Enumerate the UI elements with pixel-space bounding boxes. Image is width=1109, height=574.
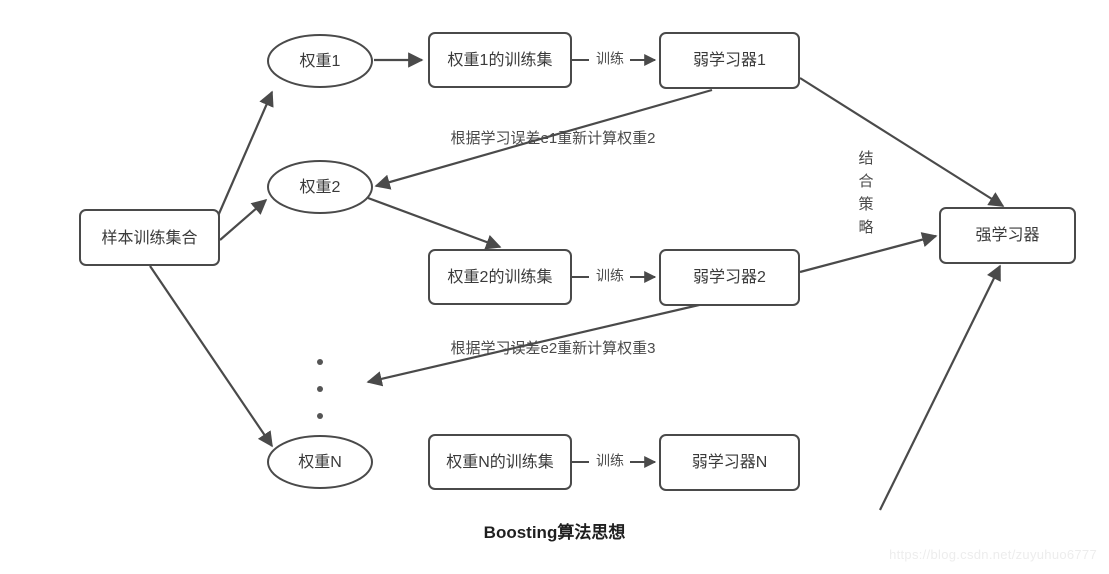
node-trainset-1-shape — [428, 32, 572, 88]
edge-source-to-weightN — [149, 265, 273, 448]
node-weight-2[interactable]: 权重2 — [267, 160, 373, 214]
node-weak-learner-n-label: 弱学习器N — [692, 453, 768, 471]
edge-source-to-weight2 — [219, 198, 268, 241]
combine-strategy-char-3: 策 — [858, 196, 873, 213]
ellipsis-dot-3 — [317, 413, 323, 419]
node-strong-learner-label: 强学习器 — [975, 226, 1039, 244]
node-weight-1-label: 权重1 — [300, 52, 341, 70]
node-weight-2-label: 权重2 — [300, 178, 341, 196]
node-weight-n-shape — [267, 435, 373, 489]
combine-strategy-char-2: 合 — [858, 173, 873, 190]
ellipsis-dot-1 — [317, 359, 323, 365]
node-weight-1[interactable]: 权重1 — [267, 34, 373, 88]
edge-weight2-to-trainset2 — [367, 196, 502, 250]
node-weight-1-shape — [267, 34, 373, 88]
node-trainset-n-label: 权重N的训练集 — [446, 453, 554, 471]
edge-label-train-1: 训练 — [596, 51, 624, 67]
node-trainset-n-shape — [428, 434, 572, 490]
edge-feedback-learner2-to-weight3 — [366, 300, 713, 387]
edge-label-train-2: 训练 — [596, 268, 624, 284]
node-weak-learner-1-label: 弱学习器1 — [693, 51, 766, 69]
combine-strategy-char-4: 略 — [858, 219, 873, 236]
node-sample-training-set[interactable]: 样本训练集合 — [79, 209, 220, 266]
node-weak-learner-2-label: 弱学习器2 — [693, 268, 766, 286]
node-weak-learner-1[interactable]: 弱学习器1 — [659, 32, 800, 89]
edge-learner2-to-strong-learner — [799, 232, 938, 274]
edge-label-feedback-2: 根据学习误差e2重新计算权重3 — [450, 339, 655, 357]
node-weight-n-label: 权重N — [298, 453, 342, 471]
node-trainset-2[interactable]: 权重2的训练集 — [428, 249, 572, 305]
edge-source-to-weight1 — [216, 90, 274, 217]
node-weak-learner-n-shape — [659, 434, 800, 491]
ellipsis-dot-2 — [317, 386, 323, 392]
node-weak-learner-2-shape — [659, 249, 800, 306]
node-weak-learner-2[interactable]: 弱学习器2 — [659, 249, 800, 306]
node-weight-2-shape — [267, 160, 373, 214]
node-trainset-n[interactable]: 权重N的训练集 — [428, 434, 572, 490]
node-weak-learner-1-shape — [659, 32, 800, 89]
node-weak-learner-n[interactable]: 弱学习器N — [659, 434, 800, 491]
edge-feedback-learner1-to-weight2 — [374, 88, 713, 190]
node-trainset-1[interactable]: 权重1的训练集 — [428, 32, 572, 88]
node-weight-n[interactable]: 权重N — [267, 435, 373, 489]
node-trainset-2-shape — [428, 249, 572, 305]
edge-label-train-n: 训练 — [596, 453, 624, 469]
diagram-caption: Boosting算法思想 — [483, 523, 626, 542]
node-trainset-1-label: 权重1的训练集 — [448, 51, 553, 69]
edge-label-feedback-1: 根据学习误差e1重新计算权重2 — [450, 129, 655, 147]
node-sample-training-set-shape — [79, 209, 220, 266]
watermark-text: https://blog.csdn.net/zuyuhuo6777 — [889, 547, 1097, 562]
vertical-ellipsis-dots — [317, 359, 323, 419]
node-trainset-2-label: 权重2的训练集 — [448, 268, 553, 286]
combine-strategy-char-1: 结 — [858, 150, 873, 167]
node-sample-training-set-label: 样本训练集合 — [101, 229, 197, 247]
edge-learnerN-to-strong-learner — [879, 264, 1001, 511]
node-strong-learner[interactable]: 强学习器 — [939, 207, 1076, 264]
edge-label-combine-strategy: 结 合 策 略 — [858, 150, 873, 236]
edge-learner1-to-strong-learner — [799, 77, 1005, 207]
node-strong-learner-shape — [939, 207, 1076, 264]
